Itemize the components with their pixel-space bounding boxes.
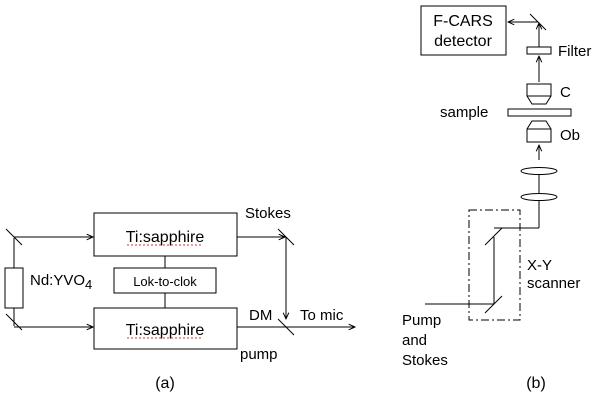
pump-label: pump bbox=[240, 346, 278, 363]
relay-lens-upper bbox=[520, 167, 558, 175]
panel-b-caption: (b) bbox=[526, 375, 546, 392]
detector-label-line2: detector bbox=[434, 33, 492, 50]
objective-label: Ob bbox=[560, 127, 580, 144]
panel-b: F-CARS detector Filter C sample Ob bbox=[402, 5, 591, 392]
lok-to-clok-box bbox=[113, 267, 217, 294]
filter-label: Filter bbox=[558, 43, 591, 60]
top-mirror bbox=[529, 13, 547, 31]
ti-sapphire-bottom-label: Ti:sapphire bbox=[126, 322, 205, 339]
scanner-mirror-upper bbox=[484, 227, 503, 246]
nd-yvo4-label: Nd:YVO4 bbox=[30, 272, 92, 292]
to-mic-label: To mic bbox=[300, 307, 344, 324]
ti-sapphire-top-box bbox=[93, 212, 238, 257]
input-label-line3: Stokes bbox=[402, 352, 448, 369]
stokes-label: Stokes bbox=[245, 205, 291, 222]
condenser bbox=[526, 83, 552, 105]
f-cars-detector-box bbox=[420, 5, 507, 56]
sample-label: sample bbox=[440, 104, 488, 121]
filter bbox=[526, 46, 552, 55]
lok-to-clok-label: Lok-to-clok bbox=[133, 274, 197, 289]
scanner-label-line1: X-Y bbox=[527, 257, 552, 274]
dichroic-mirror bbox=[277, 318, 295, 336]
relay-lens-lower bbox=[520, 193, 558, 201]
input-label-line1: Pump bbox=[402, 312, 441, 329]
ti-sapphire-bottom-box bbox=[93, 307, 238, 350]
objective bbox=[526, 120, 552, 143]
panel-a: Nd:YVO4 Ti:sapphire Lok-to-clok Ti:sapph… bbox=[4, 205, 355, 392]
ti-sapphire-top-label: Ti:sapphire bbox=[126, 229, 205, 246]
nd-yvo4-box bbox=[4, 267, 24, 309]
panel-a-caption: (a) bbox=[155, 375, 175, 392]
detector-label-line1: F-CARS bbox=[433, 13, 493, 30]
sample-slide bbox=[507, 108, 572, 117]
dm-label: DM bbox=[249, 307, 272, 324]
scanner-label-line2: scanner bbox=[527, 275, 580, 292]
xy-scanner-box bbox=[468, 209, 521, 321]
input-label-line2: and bbox=[402, 332, 427, 349]
condenser-label: C bbox=[560, 84, 571, 101]
